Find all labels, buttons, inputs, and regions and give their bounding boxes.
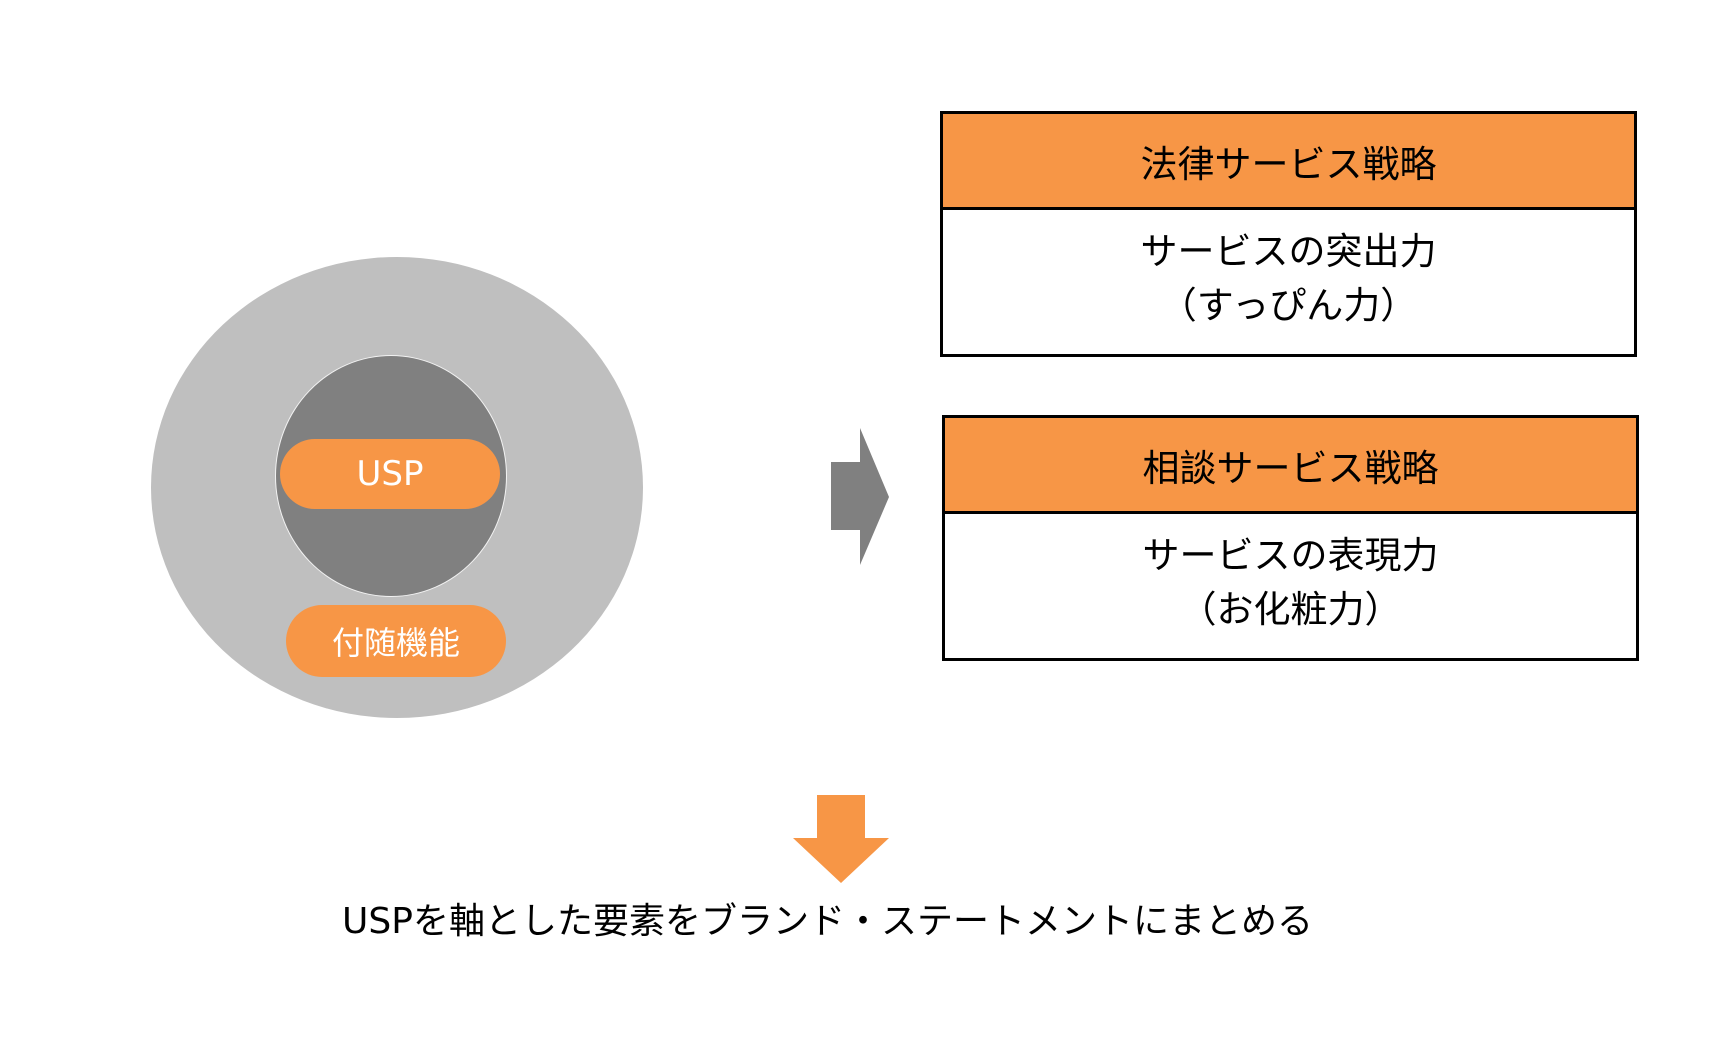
strategy-line1: サービスの突出力 (1140, 230, 1437, 273)
strategy-title: 法律サービス戦略 (1140, 142, 1437, 186)
strategy-line2: （すっぴん力） (1159, 284, 1418, 327)
usp-pill: USP (280, 439, 500, 509)
strategy-box-header: 法律サービス戦略 (943, 114, 1634, 210)
strategy-line1: サービスの表現力 (1142, 534, 1439, 577)
peripheral-feature-pill: 付随機能 (286, 605, 506, 677)
arrow-right-icon (831, 428, 889, 565)
strategy-box-consult: 相談サービス戦略 サービスの表現力 （お化粧力） (942, 415, 1639, 661)
strategy-box-body: サービスの表現力 （お化粧力） (945, 514, 1636, 658)
strategy-title: 相談サービス戦略 (1142, 446, 1439, 490)
strategy-line2: （お化粧力） (1179, 588, 1402, 631)
arrow-down-icon (793, 795, 889, 883)
usp-label: USP (356, 454, 424, 494)
conclusion-text: USPを軸とした要素をブランド・ステートメントにまとめる (342, 901, 1313, 942)
peripheral-feature-label: 付随機能 (331, 624, 460, 662)
strategy-box-header: 相談サービス戦略 (945, 418, 1636, 514)
strategy-box-legal: 法律サービス戦略 サービスの突出力 （すっぴん力） (940, 111, 1637, 357)
strategy-box-body: サービスの突出力 （すっぴん力） (943, 210, 1634, 354)
